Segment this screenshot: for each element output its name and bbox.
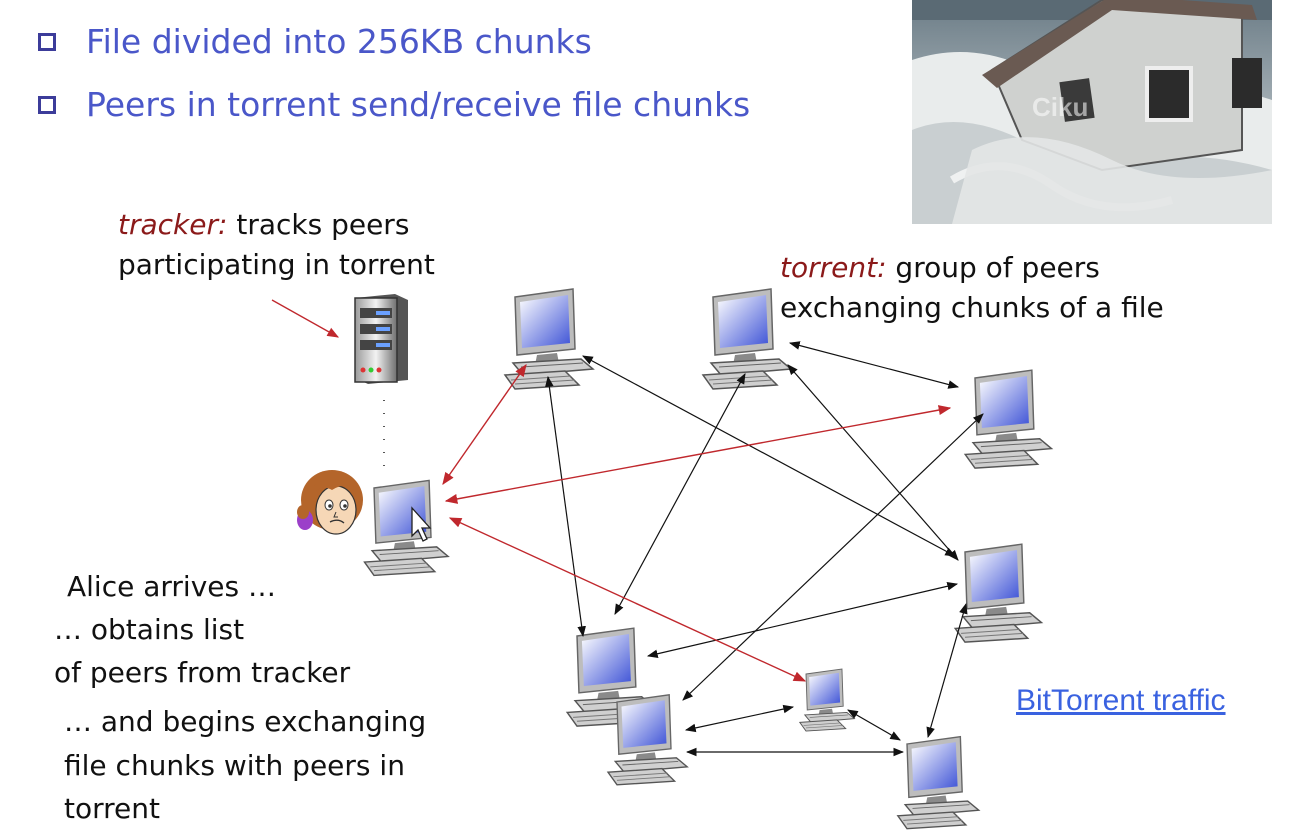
alice-avatar-icon	[297, 470, 363, 535]
tracker-pointer-arrow	[271, 299, 340, 338]
alice-text-line-5: file chunks with peers in	[64, 749, 405, 782]
peer-exchange-arrows	[545, 341, 984, 757]
photo-watermark: Ciku	[1032, 92, 1089, 122]
bullet-2-text: Peers in torrent send/receive file chunk…	[86, 85, 751, 124]
bullet-2: Peers in torrent send/receive file chunk…	[38, 85, 750, 124]
peer-computer-icon	[504, 288, 594, 390]
alice-text-line-3: of peers from tracker	[54, 656, 351, 689]
torrent-note-line2: exchanging chunks of a file	[780, 291, 1164, 324]
bittorrent-traffic-link[interactable]: BitTorrent traffic	[1016, 684, 1226, 717]
alice-text-line-4: … and begins exchanging	[64, 705, 427, 738]
alice-text-line-1: Alice arrives …	[67, 570, 276, 603]
bullet-1-text: File divided into 256KB chunks	[86, 22, 592, 61]
checkbox-bullet-icon	[38, 32, 56, 51]
torrent-note: torrent: group of peers exchanging chunk…	[780, 248, 1164, 328]
checkbox-bullet-icon	[38, 95, 56, 114]
peer-computer-icon	[897, 735, 980, 830]
bullet-1: File divided into 256KB chunks	[38, 22, 592, 61]
tracker-note-line2: participating in torrent	[118, 248, 435, 281]
alice-exchange-arrows	[442, 363, 952, 682]
house-in-waves-photo: Ciku	[912, 0, 1272, 224]
alice-text-line-2: … obtains list	[54, 613, 245, 646]
peer-computer-icon	[702, 288, 792, 390]
torrent-keyword: torrent:	[780, 251, 887, 284]
peer-computer-icon	[799, 668, 855, 732]
alice-text-line-6: torrent	[64, 792, 160, 825]
tracker-server-icon	[354, 294, 408, 384]
peer-computer-icon	[607, 694, 688, 786]
peer-computer-icon	[954, 543, 1043, 643]
mouse-cursor-icon	[411, 506, 432, 542]
tracker-keyword: tracker:	[118, 208, 228, 241]
torrent-note-line1: group of peers	[886, 251, 1100, 284]
tracker-note: tracker: tracks peers participating in t…	[118, 205, 435, 285]
alice-computer-icon	[363, 479, 449, 577]
tracker-note-line1: tracks peers	[227, 208, 410, 241]
